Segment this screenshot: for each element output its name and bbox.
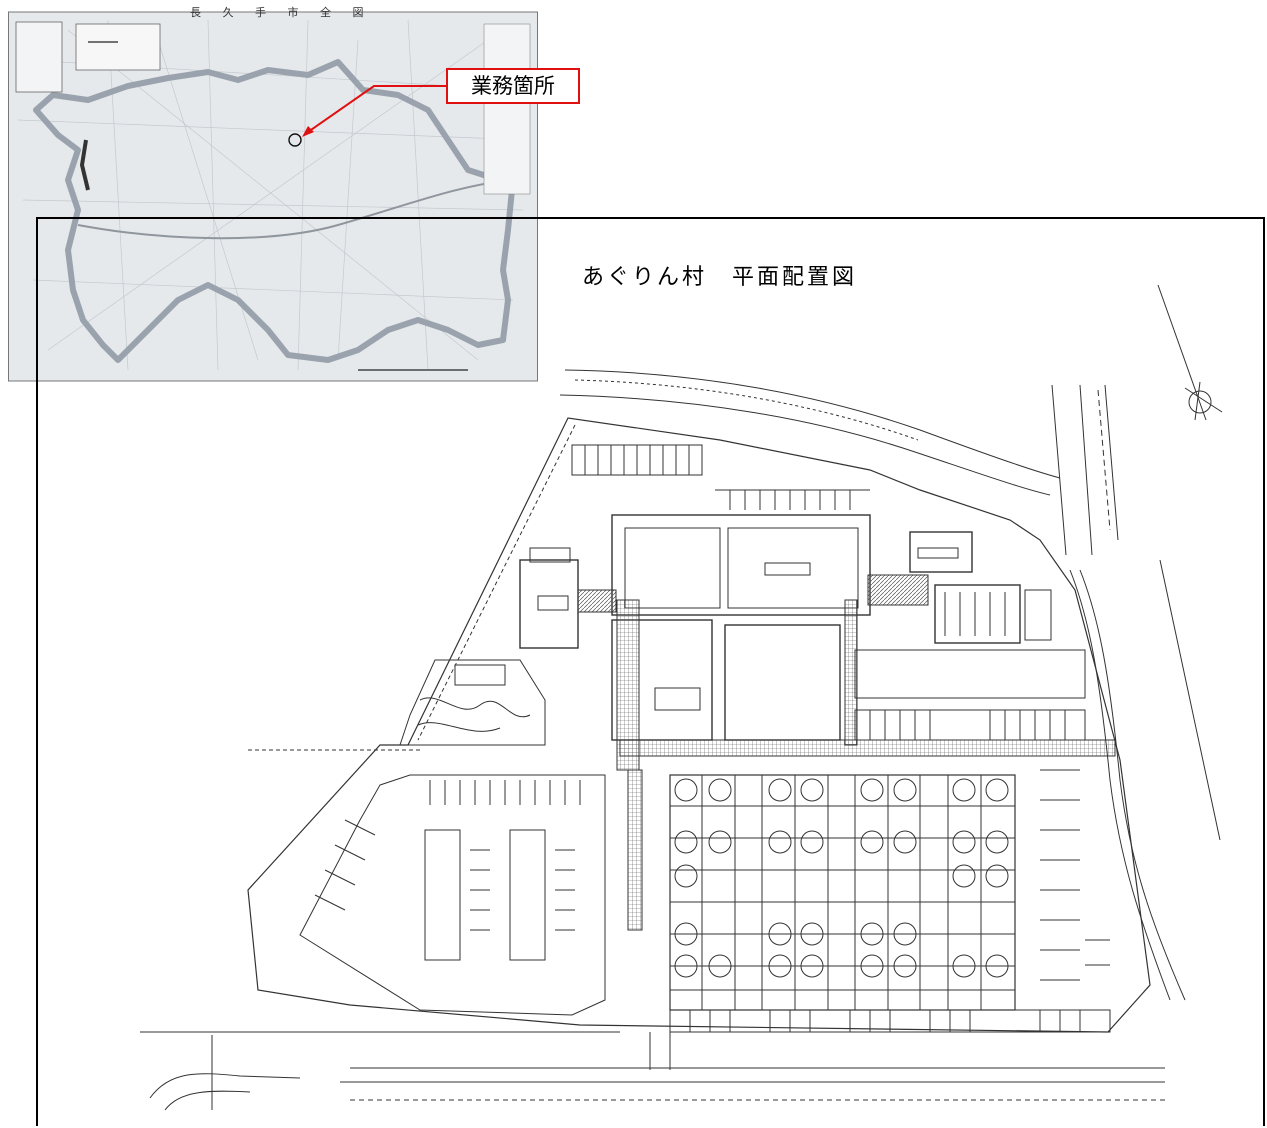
site-plan-frame [36,217,1265,1126]
parking-east-column [1040,769,1110,981]
parking-north [571,444,870,510]
west-building [519,547,579,649]
north-arrow-icon [1157,284,1223,421]
site-boundary [247,417,1151,1033]
walkway-horizontal [619,739,1116,757]
south-road [140,749,1165,1111]
city-boundary [33,59,516,363]
walkway-east [844,599,858,746]
east-highway [1051,384,1221,1001]
hatched-plaza-east [867,574,929,606]
parking-south [669,1009,1111,1033]
north-road [564,369,1061,479]
east-buildings [909,531,1052,644]
main-building [611,514,871,741]
parking-west [299,774,606,1016]
callout-arrowhead [302,126,314,137]
main-road [77,179,514,240]
target-location-marker [288,133,302,147]
inset-map-title: 長 久 手 市 全 図 [190,6,373,19]
river [79,139,90,191]
legend-box [15,21,63,93]
parking-east [854,649,1086,741]
site-plan-title: あぐりん村 平面配置図 [582,265,858,290]
field-grid [669,774,1016,1011]
tree-markers [674,778,1009,978]
legend-table [75,23,161,71]
pathway-west [577,589,617,613]
callout-arrow [307,85,446,133]
callout-label: 業務箇所 [446,68,580,104]
garden-area [399,659,546,746]
legend-index [483,23,531,195]
